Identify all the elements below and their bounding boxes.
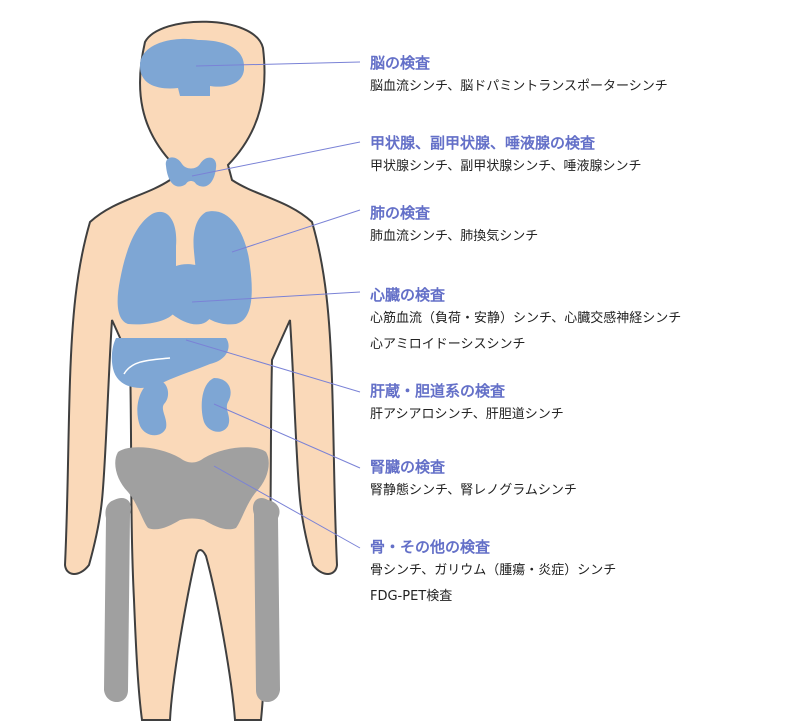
left-femur-bone xyxy=(104,497,132,702)
leader-line-kidney xyxy=(213,403,361,469)
brain-organ xyxy=(140,38,245,96)
entry-liver: 肝蔵・胆道系の検査 肝アシアロシンチ、肝胆道シンチ xyxy=(370,380,790,428)
leader-line-thyroid xyxy=(191,141,361,177)
entry-desc: 肺血流シンチ、肺換気シンチ xyxy=(370,229,539,244)
entry-title: 甲状腺、副甲状腺、唾液腺の検査 xyxy=(370,134,596,152)
entry-desc: 腎静態シンチ、腎レノグラムシンチ xyxy=(370,483,577,498)
entry-title: 心臓の検査 xyxy=(370,286,446,304)
entry-heart: 心臓の検査 心筋血流（負荷・安静）シンチ、心臓交感神経シンチ 心アミロイドーシス… xyxy=(370,284,790,358)
gallbladder-duct xyxy=(123,357,171,375)
entry-thyroid: 甲状腺、副甲状腺、唾液腺の検査 甲状腺シンチ、副甲状腺シンチ、唾液腺シンチ xyxy=(370,132,790,180)
entry-brain: 脳の検査 脳血流シンチ、脳ドパミントランスポーターシンチ xyxy=(370,52,790,100)
entry-title: 脳の検査 xyxy=(370,54,431,72)
entry-title: 肺の検査 xyxy=(370,204,431,222)
entry-desc: FDG-PET検査 xyxy=(370,589,453,604)
pelvis-bone xyxy=(115,447,269,530)
entry-desc: 甲状腺シンチ、副甲状腺シンチ、唾液腺シンチ xyxy=(370,159,642,174)
entry-lung: 肺の検査 肺血流シンチ、肺換気シンチ xyxy=(370,202,790,250)
leader-lines xyxy=(185,61,361,549)
entry-title: 肝蔵・胆道系の検査 xyxy=(370,382,506,400)
entry-desc: 心筋血流（負荷・安静）シンチ、心臓交感神経シンチ xyxy=(370,311,682,326)
entry-desc: 心アミロイドーシスシンチ xyxy=(370,337,526,352)
leader-line-lung xyxy=(231,209,361,253)
left-lung-organ xyxy=(117,211,177,325)
entry-bone: 骨・その他の検査 骨シンチ、ガリウム（腫瘍・炎症）シンチ FDG-PET検査 xyxy=(370,536,790,610)
left-kidney-organ xyxy=(137,379,169,436)
thyroid-organ xyxy=(165,157,217,187)
entry-desc: 肝アシアロシンチ、肝胆道シンチ xyxy=(370,407,564,422)
entry-desc: 脳血流シンチ、脳ドパミントランスポーターシンチ xyxy=(370,79,668,94)
entry-kidney: 腎臓の検査 腎静態シンチ、腎レノグラムシンチ xyxy=(370,456,790,504)
leader-line-bone xyxy=(213,465,361,549)
liver-organ xyxy=(111,338,229,388)
right-femur-bone xyxy=(252,497,280,702)
heart-organ xyxy=(166,264,217,325)
leader-line-liver xyxy=(185,339,361,393)
entry-title: 骨・その他の検査 xyxy=(370,538,491,556)
leader-line-brain xyxy=(195,61,361,67)
entry-desc: 骨シンチ、ガリウム（腫瘍・炎症）シンチ xyxy=(370,563,617,578)
leader-line-heart xyxy=(191,291,361,303)
entry-title: 腎臓の検査 xyxy=(370,458,446,476)
